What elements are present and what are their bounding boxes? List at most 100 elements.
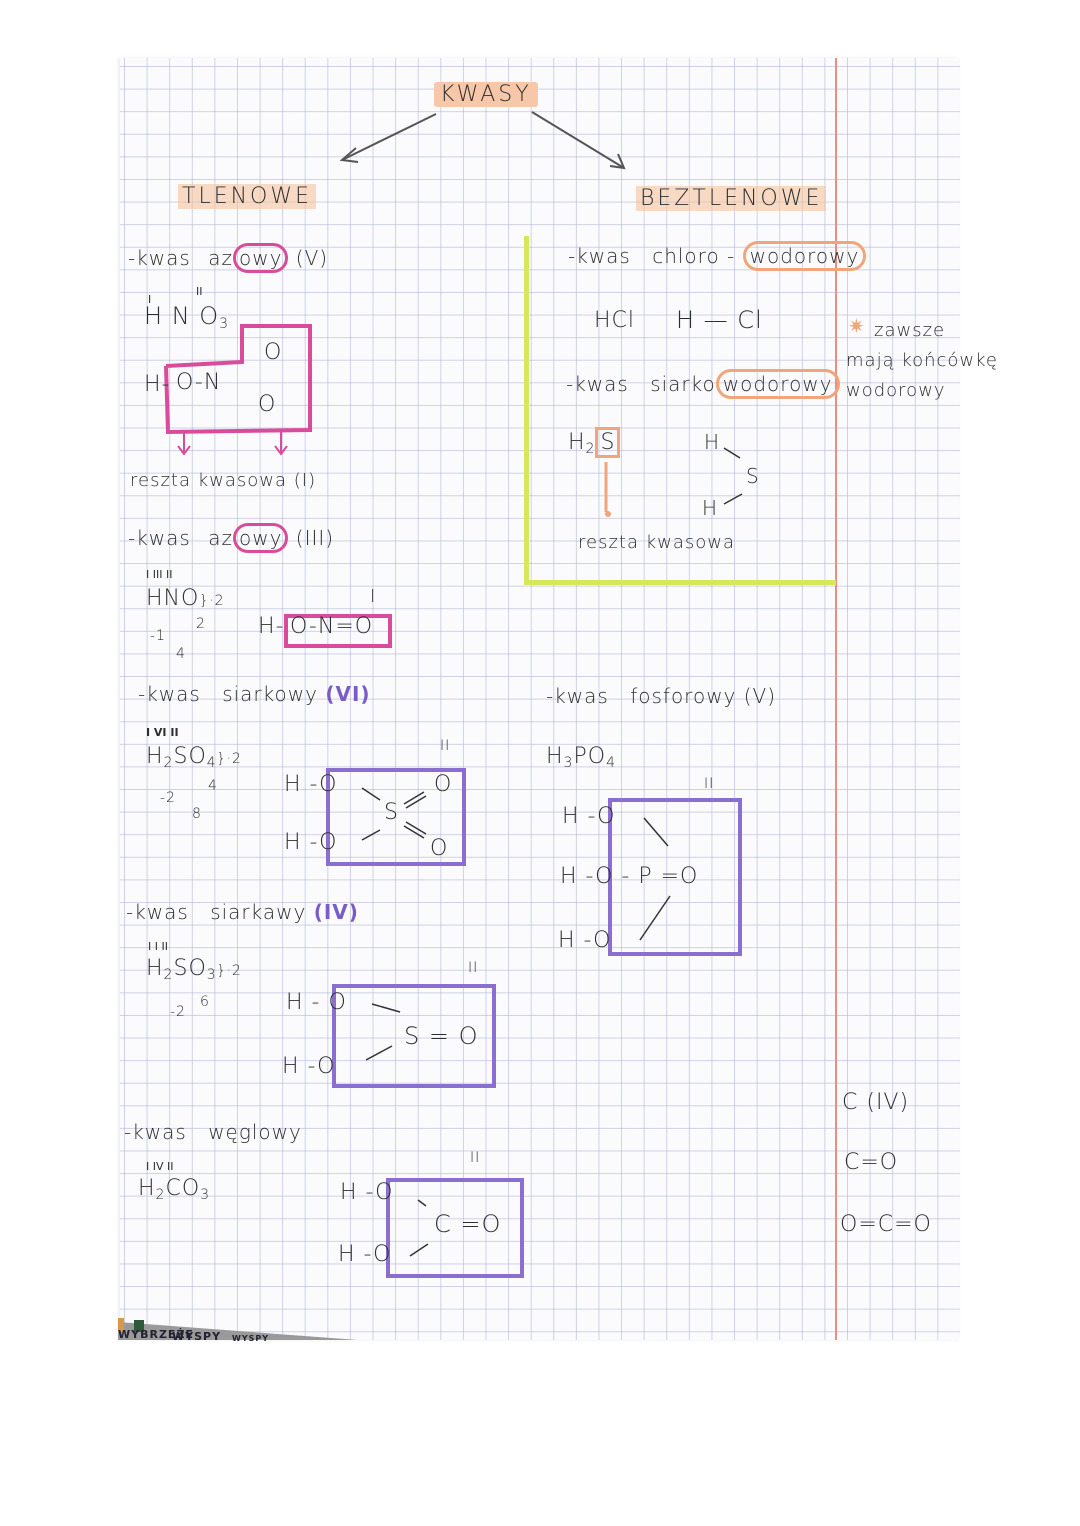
struct-r1: H -O	[562, 804, 616, 829]
f-h-sub: 2	[163, 755, 174, 771]
h2s-arrow	[604, 447, 743, 517]
prefix: -kwas	[128, 246, 191, 270]
bottom-strip: WYBRZEŻE WYSPY WYSPY	[118, 1312, 358, 1343]
h2co3-bonds	[409, 1199, 429, 1257]
struct-o-bottom: O	[430, 836, 449, 861]
f-suffix: }·2	[216, 751, 242, 767]
name-suffix-circled: owy	[232, 243, 289, 273]
note-reszta-kwasowa: reszta kwasowa (I)	[130, 470, 317, 491]
struct-h: H-	[258, 614, 285, 639]
struct-r2: H -O	[284, 830, 338, 855]
f-o-sub: 3	[200, 1187, 211, 1203]
name: węglowy	[208, 1120, 302, 1144]
f-co: CO	[165, 1176, 201, 1201]
strip-text-3: WYSPY	[232, 1334, 270, 1343]
h2so3-bonds	[365, 1003, 401, 1061]
margin-note-line3: wodorowy	[846, 380, 946, 401]
margin-note-line2: mają końcówkę	[846, 350, 999, 371]
calc-1: 4	[208, 778, 218, 794]
f-o-sub: 3	[219, 316, 230, 332]
struct-r1: H - O	[286, 990, 347, 1015]
valence: (V)	[743, 684, 777, 708]
name-stem: az	[208, 526, 233, 550]
name: siarkawy	[210, 900, 307, 924]
name-suffix-circled: owy	[232, 523, 289, 553]
carbon-title: C (IV)	[842, 1090, 910, 1115]
formula-hcl: HCl	[594, 308, 636, 333]
struct-box	[608, 798, 742, 956]
formula-h2co3: H2CO3	[138, 1176, 210, 1203]
prefix: -kwas	[128, 526, 191, 550]
valence: (V)	[295, 246, 329, 270]
prefix: -kwas	[138, 682, 201, 706]
name-stem: az	[208, 246, 233, 270]
f-h: H	[546, 744, 564, 769]
calc-2: 6	[200, 994, 210, 1010]
struct-center: S = O	[404, 1022, 479, 1050]
prefix: -kwas	[566, 372, 629, 396]
struct-h1: H	[704, 430, 721, 454]
prefix: -kwas	[124, 1120, 187, 1144]
calc-2: -2	[160, 790, 176, 806]
struct-r2: H -O	[338, 1242, 392, 1267]
hno3-structure-box	[164, 324, 312, 456]
strip-text-2: WYSPY	[172, 1330, 222, 1343]
prefix: -kwas	[546, 684, 609, 708]
calc-3: 8	[192, 806, 202, 822]
notebook-page	[120, 58, 960, 1340]
calc-1: 2	[196, 616, 206, 632]
struct-box	[332, 984, 496, 1088]
ox-marks: I IV II	[146, 1160, 174, 1173]
f-o: O	[188, 956, 207, 981]
formula-hno3: H N O3	[144, 302, 229, 332]
f-s-boxed: S	[595, 427, 621, 458]
struct-box	[326, 768, 466, 866]
carbon-dioxide: O=C=O	[840, 1212, 932, 1237]
f-h-sub: 2	[585, 441, 596, 457]
f-suffix: }·2	[216, 963, 242, 979]
formula-h3po4: H3PO4	[546, 744, 616, 771]
acid-heading-hcl: -kwas chloro - wodorowy	[568, 241, 867, 271]
margin-note-line1: zawsze	[874, 320, 946, 341]
f-h-sub: 3	[563, 755, 574, 771]
green-frame-left	[524, 236, 529, 584]
struct-h: H-	[144, 372, 171, 397]
struct-o-top: O	[434, 772, 453, 797]
h3po4-bonds	[639, 817, 671, 941]
name-stem: siarko	[650, 372, 716, 396]
struct-mark: II	[468, 960, 479, 976]
f-h: H	[146, 956, 164, 981]
struct-mark: II	[440, 738, 451, 754]
name-suffix-circled: wodorowy	[742, 241, 867, 271]
acid-heading-h2co3: -kwas węglowy	[124, 1120, 302, 1144]
f-h: H	[568, 430, 586, 455]
title-kwasy: KWASY	[434, 82, 538, 107]
prefix: -kwas	[126, 900, 189, 924]
calc-3: 4	[176, 646, 186, 662]
prefix: -kwas	[568, 244, 631, 268]
f-h: H	[138, 1176, 156, 1201]
struct-center: C =O	[434, 1210, 502, 1238]
struct-mark: II	[704, 776, 715, 792]
heading-tlenowe: TLENOWE	[178, 184, 317, 209]
struct-h2: H	[702, 496, 719, 520]
h2so4-bonds	[361, 787, 427, 841]
star-icon: ✷	[848, 314, 866, 338]
ox-marks: I VI II	[146, 726, 179, 739]
f-h-sub: 2	[155, 1187, 166, 1203]
struct-o-top: O	[264, 340, 283, 365]
f-h-sub: 2	[163, 967, 174, 983]
f-h: H	[146, 744, 164, 769]
f-po: PO	[573, 744, 607, 769]
struct-o-bottom: O	[258, 392, 277, 417]
margin-line	[835, 58, 837, 1340]
valence: (VI)	[325, 682, 371, 706]
carbon-monoxide: C=O	[844, 1150, 899, 1175]
calc-1: -2	[170, 1004, 186, 1020]
name-stem: chloro -	[652, 244, 736, 268]
struct-r3: H -O	[558, 928, 612, 953]
branch-arrows	[339, 111, 626, 170]
